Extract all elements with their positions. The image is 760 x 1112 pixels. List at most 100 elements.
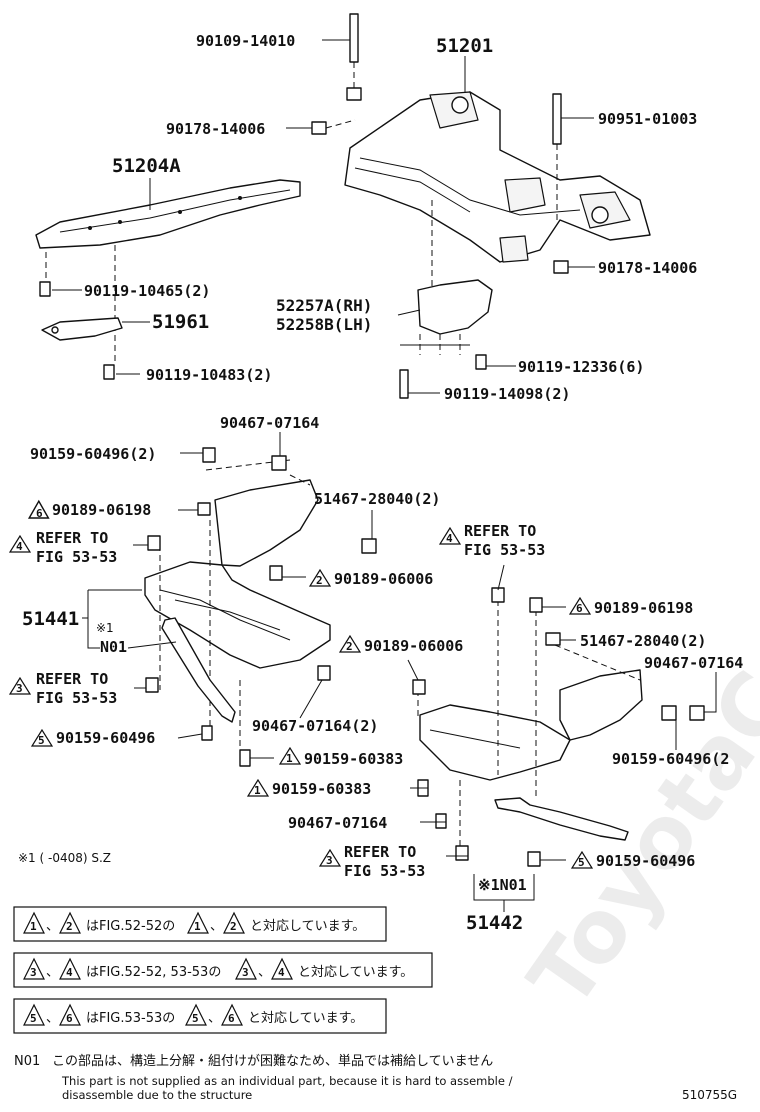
bolt-90159-60383-a bbox=[239, 749, 251, 767]
svg-text:1: 1 bbox=[286, 752, 293, 765]
svg-text:3: 3 bbox=[242, 966, 249, 979]
triangle-mark-5-a: 5 bbox=[30, 728, 54, 747]
triangle-mark-1-b: 1 bbox=[246, 778, 270, 797]
label-52258b: 52258B(LH) bbox=[276, 315, 372, 334]
svg-text:6: 6 bbox=[66, 1012, 73, 1025]
note-box-5-6: 5 、 6 はFIG.53-53の 5 、 6 と対応しています。 bbox=[13, 998, 387, 1034]
under-cover-51441-drawing bbox=[144, 459, 331, 750]
svg-text:2: 2 bbox=[66, 920, 73, 933]
clip-refer-d bbox=[455, 845, 469, 861]
label-fig-53-53-b: FIG 53-53 bbox=[464, 541, 545, 559]
svg-text:3: 3 bbox=[326, 854, 333, 867]
bolt-90159-60496-b bbox=[201, 725, 213, 741]
svg-text:と対応しています。: と対応しています。 bbox=[250, 919, 365, 934]
bolt-90119-10465 bbox=[39, 281, 51, 297]
bolt-90159-60496-a bbox=[202, 447, 216, 463]
triangle-mark-6-a: 6 bbox=[27, 499, 50, 520]
label-90951-01003: 90951-01003 bbox=[598, 110, 697, 128]
footer-note: N01 この部品は、構造上分解・組付けが困難なため、単品では補給していません T… bbox=[14, 1053, 737, 1102]
strap-n01-b bbox=[494, 797, 629, 841]
label-51441: 51441 bbox=[22, 608, 79, 630]
svg-text:3: 3 bbox=[16, 682, 23, 695]
note-box-1-2: 1 、 2 はFIG.52-52の 1 、 2 と対応しています。 bbox=[13, 906, 387, 942]
svg-text:、: 、 bbox=[46, 965, 59, 980]
label-51201: 51201 bbox=[436, 35, 493, 57]
figure-code: 510755G bbox=[682, 1088, 737, 1102]
bolt-90159-60496-c bbox=[661, 705, 677, 721]
triangle-mark-3-b: 3 bbox=[318, 848, 342, 867]
bolt-90159-60496-d bbox=[527, 851, 541, 867]
stud-bolt-90109 bbox=[346, 13, 362, 101]
svg-text:、: 、 bbox=[210, 919, 223, 934]
label-n01-b: ※1N01 bbox=[478, 876, 527, 894]
triangle-mark-5-b: 5 bbox=[570, 850, 594, 869]
nut-90467-d bbox=[435, 813, 447, 829]
label-refer-to-a: REFER TO bbox=[36, 529, 108, 547]
bracket-51961-drawing bbox=[41, 317, 123, 341]
svg-text:3: 3 bbox=[30, 966, 37, 979]
nut-90178-a bbox=[311, 121, 327, 135]
triangle-mark-3-a: 3 bbox=[8, 676, 32, 695]
label-90467-07164-a: 90467-07164 bbox=[220, 414, 319, 432]
svg-text:、: 、 bbox=[46, 919, 59, 934]
label-90119-10483: 90119-10483(2) bbox=[146, 366, 272, 384]
label-star1-a: ※1 bbox=[96, 621, 114, 635]
bolt-90119-10483 bbox=[103, 364, 115, 380]
label-star-note: ※1 ( -0408) S.Z bbox=[18, 851, 111, 865]
label-90159-60383-b: 90159-60383 bbox=[272, 780, 371, 798]
clip-90189-06198-a bbox=[197, 502, 211, 516]
label-90178-14006-b: 90178-14006 bbox=[598, 259, 697, 277]
triangle-mark-4-b: 4 bbox=[438, 526, 462, 545]
svg-text:4: 4 bbox=[446, 532, 453, 545]
svg-text:1: 1 bbox=[254, 784, 261, 797]
nut-90178-b bbox=[553, 260, 569, 274]
svg-text:4: 4 bbox=[278, 966, 285, 979]
clip-refer-c bbox=[491, 587, 505, 603]
triangle-mark-1-a: 1 bbox=[278, 746, 302, 765]
svg-text:5: 5 bbox=[192, 1012, 199, 1025]
clip-90189-06198-b bbox=[529, 597, 543, 613]
label-90178-14006-a: 90178-14006 bbox=[166, 120, 265, 138]
svg-text:5: 5 bbox=[578, 856, 585, 869]
label-90109-14010: 90109-14010 bbox=[196, 32, 295, 50]
svg-text:、: 、 bbox=[258, 965, 271, 980]
nut-90467-a bbox=[271, 455, 287, 471]
label-90119-10465: 90119-10465(2) bbox=[84, 282, 210, 300]
triangle-mark-2-b: 2 bbox=[338, 634, 362, 653]
svg-text:2: 2 bbox=[316, 574, 323, 587]
label-refer-to-d: REFER TO bbox=[344, 843, 416, 861]
label-90189-06006-a: 90189-06006 bbox=[334, 570, 433, 588]
svg-text:2: 2 bbox=[230, 920, 237, 933]
footer-n01-label: N01 bbox=[14, 1054, 40, 1069]
label-90467-07164-d: 90467-07164 bbox=[288, 814, 387, 832]
label-90159-60383-a: 90159-60383 bbox=[304, 750, 403, 768]
label-n01-a: N01 bbox=[100, 638, 127, 656]
strap-n01-a bbox=[161, 617, 236, 723]
svg-text:と対応しています。: と対応しています。 bbox=[298, 965, 413, 980]
svg-text:はFIG.53-53の: はFIG.53-53の bbox=[86, 1011, 175, 1026]
svg-text:5: 5 bbox=[30, 1012, 37, 1025]
label-90467-07164-b: 90467-07164 bbox=[644, 654, 743, 672]
label-fig-53-53-a: FIG 53-53 bbox=[36, 548, 117, 566]
bolt-90119-12336 bbox=[475, 354, 487, 370]
note-box-3-4: 3 、 4 はFIG.52-52, 53-53の 3 、 4 と対応しています。 bbox=[13, 952, 433, 988]
triangle-mark-4-a: 4 bbox=[8, 534, 32, 553]
clip-90189-06006-a bbox=[269, 565, 283, 581]
svg-text:6: 6 bbox=[576, 602, 583, 615]
label-fig-53-53-d: FIG 53-53 bbox=[344, 862, 425, 880]
label-90189-06006-b: 90189-06006 bbox=[364, 637, 463, 655]
label-51467-28040-b: 51467-28040(2) bbox=[580, 632, 706, 650]
svg-text:4: 4 bbox=[16, 540, 23, 553]
clip-90189-06006-b bbox=[412, 679, 426, 695]
clip-51467-a bbox=[361, 538, 377, 554]
label-51961: 51961 bbox=[152, 311, 209, 333]
label-refer-to-b: REFER TO bbox=[464, 522, 536, 540]
stud-bolt-90951 bbox=[552, 93, 562, 220]
clip-refer-b bbox=[145, 677, 159, 693]
svg-text:6: 6 bbox=[228, 1012, 235, 1025]
svg-text:5: 5 bbox=[38, 734, 45, 747]
footer-jp-text: この部品は、構造上分解・組付けが困難なため、単品では補給していません bbox=[52, 1053, 493, 1069]
clip-refer-a bbox=[147, 535, 161, 551]
bracket-52257a-drawing bbox=[400, 200, 493, 355]
